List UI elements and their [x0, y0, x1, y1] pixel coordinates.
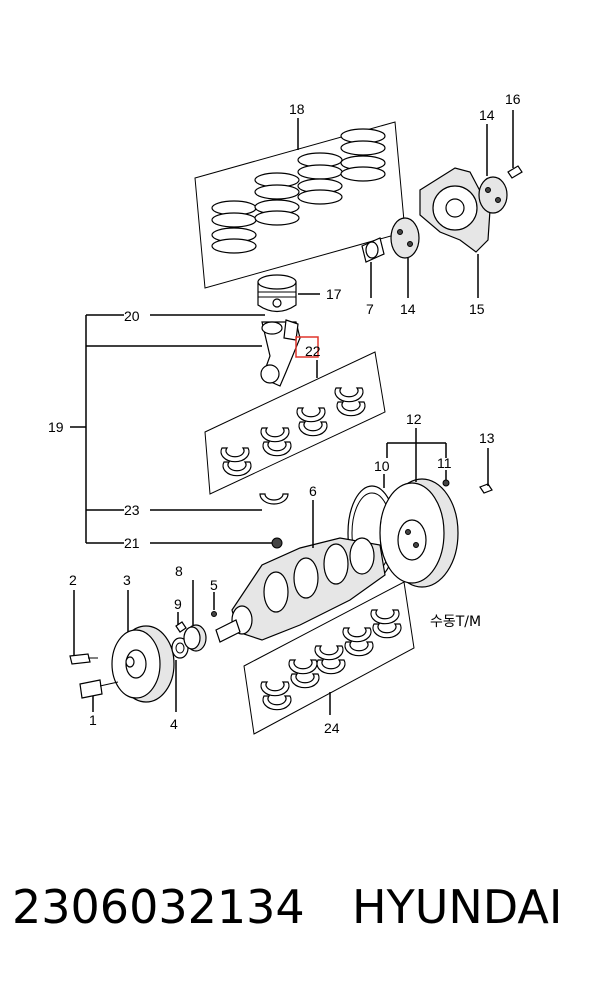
callout-23: 23	[124, 502, 140, 518]
callout-2: 2	[69, 572, 77, 588]
rod-bearing-set	[204, 351, 386, 495]
callout-1: 1	[89, 712, 97, 728]
footer-caption: 2306032134 HYUNDAI	[0, 880, 600, 950]
main-bearing-set	[243, 581, 415, 735]
callout-12: 12	[406, 411, 422, 427]
callout-17: 17	[326, 286, 342, 302]
manual-transmission-note: 수동T/M	[430, 614, 481, 630]
callout-15: 15	[469, 301, 485, 317]
callout-labels: 18 16 14 17 7 14 15 20 22 19 12 13 10 11…	[48, 91, 521, 736]
part-number: 2306032134	[12, 880, 305, 934]
rod-cap	[259, 493, 289, 549]
crankshaft-pulley-assembly	[69, 580, 217, 712]
callout-4: 4	[170, 716, 178, 732]
drive-plate-assembly	[361, 110, 523, 298]
group-bracket-19	[70, 314, 274, 544]
piston-ring-set	[194, 118, 406, 289]
callout-8: 8	[175, 563, 183, 579]
callout-11: 11	[437, 455, 452, 471]
callout-14-top: 14	[479, 107, 495, 123]
flywheel-assembly	[347, 428, 493, 588]
callout-24: 24	[324, 720, 340, 736]
callout-18: 18	[289, 101, 305, 117]
callout-5: 5	[210, 577, 218, 593]
callout-13: 13	[479, 430, 495, 446]
callout-19: 19	[48, 419, 64, 435]
piston	[257, 274, 320, 313]
brand-name: HYUNDAI	[352, 880, 563, 934]
callout-10: 10	[374, 458, 390, 474]
callout-14-bottom: 14	[400, 301, 416, 317]
callout-7: 7	[366, 301, 374, 317]
callout-9: 9	[174, 596, 182, 612]
callout-6: 6	[309, 483, 317, 499]
callout-3: 3	[123, 572, 131, 588]
callout-16: 16	[505, 91, 521, 107]
callout-20: 20	[124, 308, 140, 324]
callout-22: 22	[305, 343, 321, 359]
connecting-rod	[260, 319, 319, 387]
crankshaft	[215, 500, 386, 643]
callout-21: 21	[124, 535, 140, 551]
